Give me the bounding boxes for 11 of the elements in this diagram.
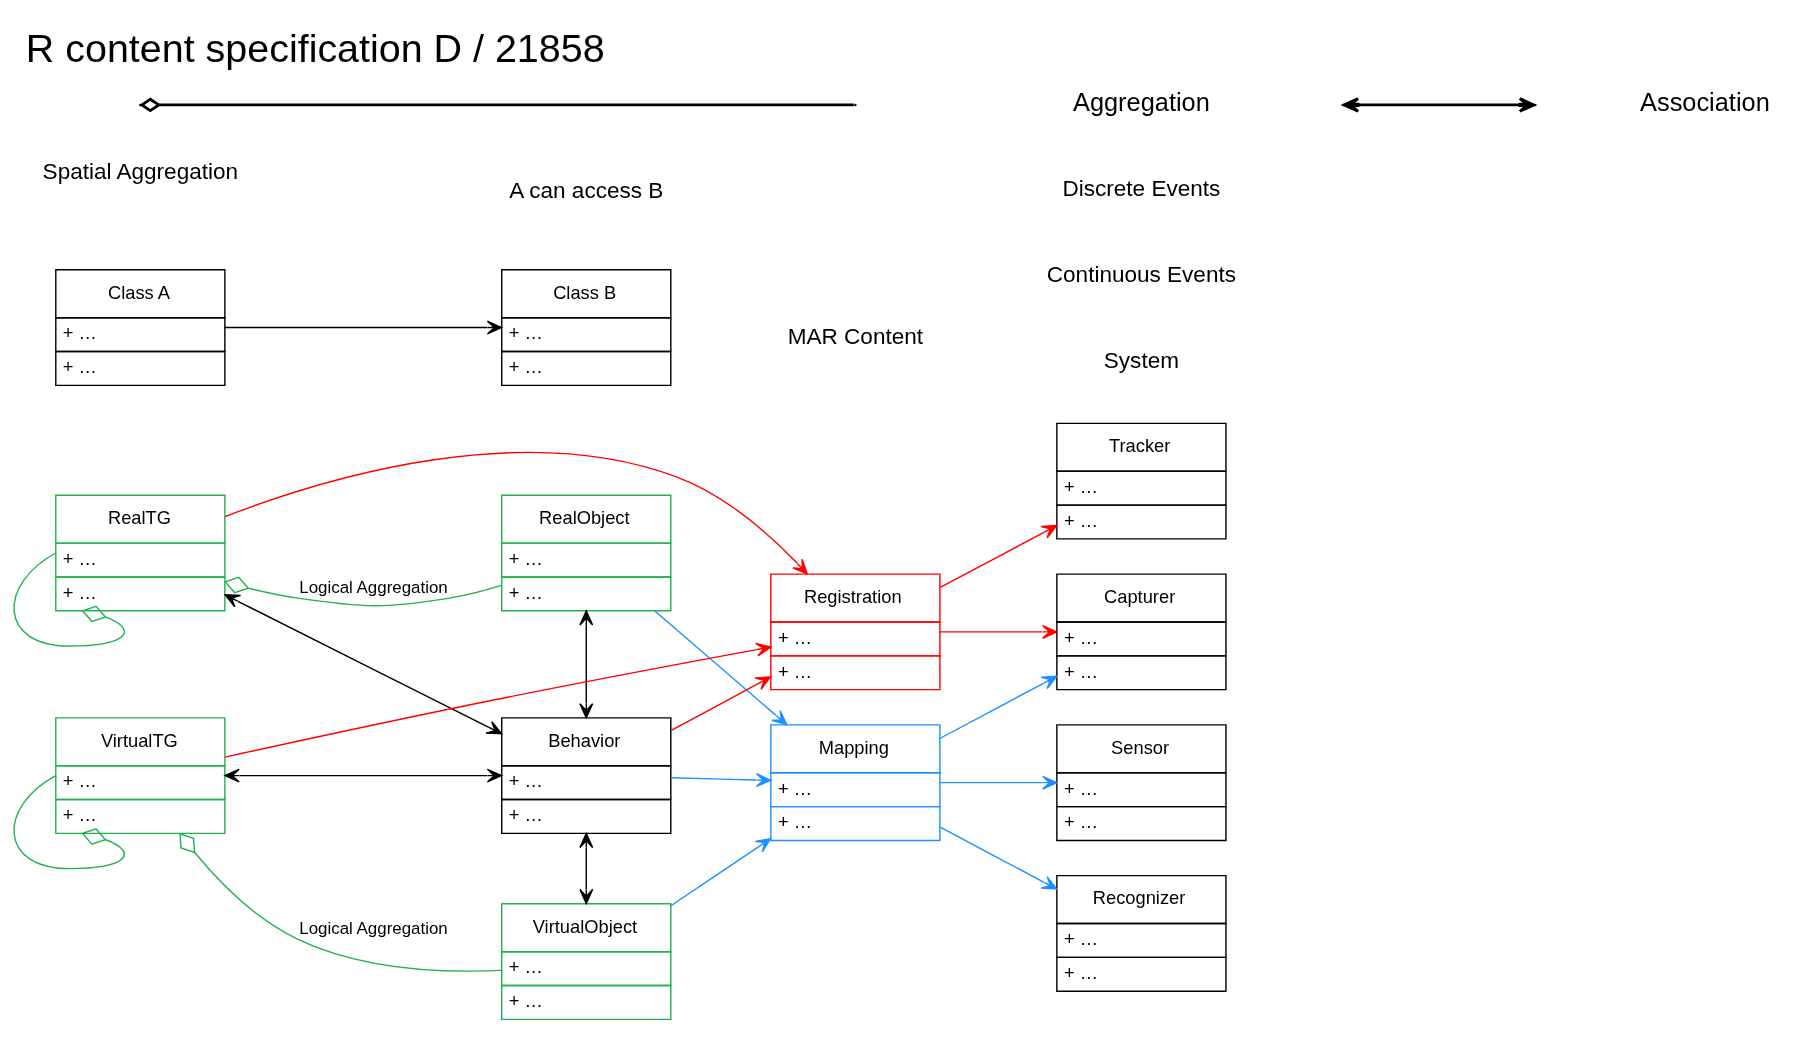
label: System — [1103, 348, 1179, 374]
legend-label: Aggregation — [1073, 88, 1210, 117]
label: MAR Content — [787, 324, 923, 350]
label: Discrete Events — [1062, 176, 1221, 202]
edge-label: Logical Aggregation — [299, 578, 448, 598]
edge-label: Logical Aggregation — [299, 919, 448, 939]
diagram-title: R content specification D / 21858 — [25, 25, 605, 70]
label: A can access B — [509, 177, 664, 203]
label: Spatial Aggregation — [42, 159, 239, 185]
legend-label: Association — [1640, 88, 1770, 117]
label: Continuous Events — [1046, 262, 1236, 288]
